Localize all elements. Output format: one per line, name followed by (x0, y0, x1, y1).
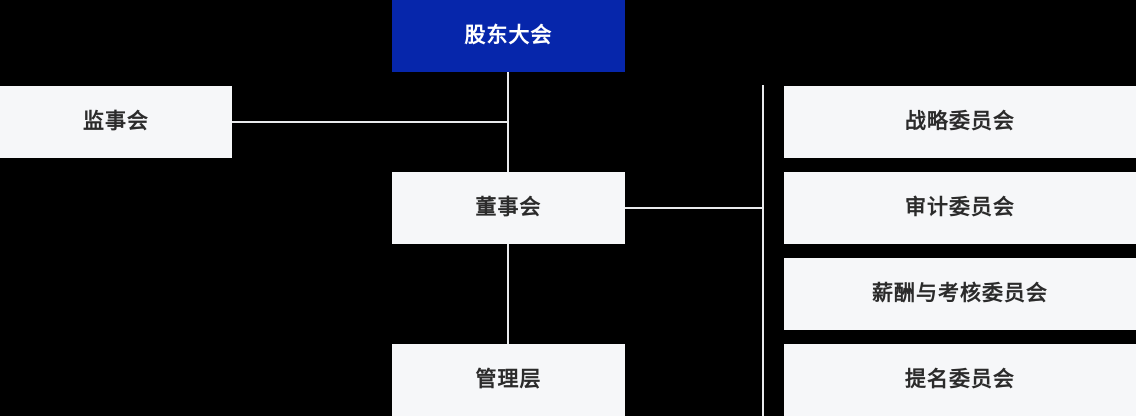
node-board-of-directors[interactable]: 董事会 (392, 172, 625, 244)
connector-board-to-committees (625, 207, 764, 209)
node-audit-committee[interactable]: 审计委员会 (784, 172, 1136, 244)
node-board-of-supervisors[interactable]: 监事会 (0, 86, 232, 158)
node-strategy-committee[interactable]: 战略委员会 (784, 86, 1136, 158)
node-shareholders-meeting[interactable]: 股东大会 (392, 0, 625, 72)
node-nomination-committee[interactable]: 提名委员会 (784, 344, 1136, 416)
node-compensation-appraisal-committee[interactable]: 薪酬与考核委员会 (784, 258, 1136, 330)
connector-root-to-supervisors (232, 121, 508, 123)
connector-committees-spine (762, 85, 764, 416)
connector-board-to-management (507, 244, 509, 344)
connector-root-to-board (507, 72, 509, 172)
node-management[interactable]: 管理层 (392, 344, 625, 416)
